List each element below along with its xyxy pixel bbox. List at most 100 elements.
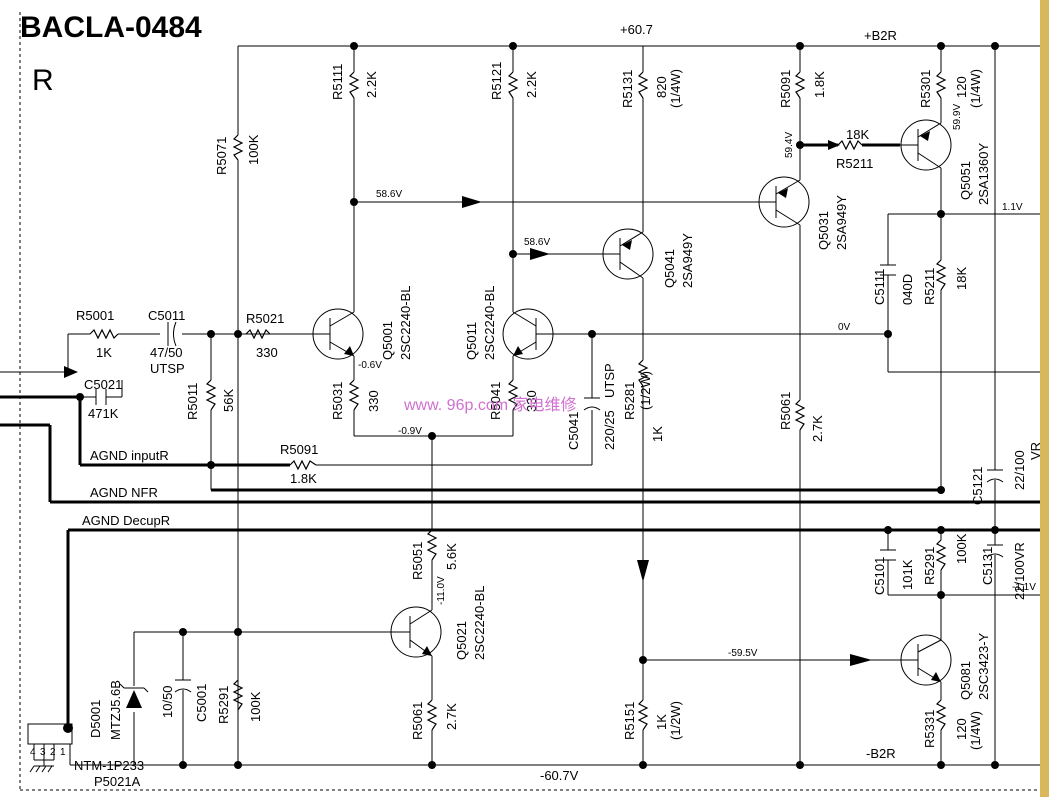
r5121-ref: R5121 (489, 62, 504, 100)
r5301-value: 120 (954, 76, 969, 98)
r5181-ref: R5211 (836, 156, 873, 171)
r5291-ref: R5291 (216, 686, 231, 724)
capacitor-c5131 (986, 544, 1004, 558)
r5221-value: 100K (954, 533, 969, 564)
r5331-rating: (1/4W) (968, 711, 983, 750)
r5211-ref: R5211 (922, 268, 937, 305)
q5031-ref: Q5031 (816, 211, 831, 250)
c5011-type: UTSP (150, 361, 185, 376)
positive-b2-label: +B2R (864, 28, 897, 43)
r5121-value: 2.2K (524, 71, 539, 98)
c5041-type: UTSP (602, 363, 617, 398)
r5091-ref: R5091 (280, 442, 318, 457)
resistor-r5021 (245, 328, 271, 340)
c5131-ref: C5131 (980, 547, 995, 585)
resistor-r5121 (507, 71, 519, 99)
sheet-title: BACLA-0484 (20, 11, 202, 44)
q5081-part: 2SC3423-Y (976, 632, 991, 700)
c5131-value: 22/100VR (1012, 542, 1027, 600)
agnd-nfr-label: AGND NFR (90, 485, 158, 500)
pin-2: 2 (50, 747, 56, 758)
v-node-59-5: -59.5V (728, 648, 758, 659)
c5001-ref: C5001 (194, 684, 209, 722)
resistor-r5301 (935, 71, 947, 99)
r5071-value: 100K (246, 134, 261, 165)
c5121-ref: C5121 (970, 467, 985, 505)
c5001-value: 10/50 (160, 685, 175, 718)
r5151-value: 2.7K (810, 415, 825, 442)
v-node-m11: -11.0V (436, 576, 447, 605)
resistor-r5031 (348, 379, 360, 411)
capacitor-c5101 (880, 549, 896, 561)
q5011-ref: Q5011 (464, 322, 479, 360)
transistor-q5081 (880, 634, 952, 686)
r5091-value: 1.8K (290, 471, 317, 486)
c5021-value: 471K (88, 406, 119, 421)
resistor-r5111 (348, 71, 360, 99)
resistor-r5061 (426, 699, 438, 731)
r5151-ref: R5061 (778, 392, 793, 430)
positive-rail-label: +60.7 (620, 22, 653, 37)
transistor-q5011 (502, 308, 592, 360)
channel-label: R (32, 64, 54, 97)
r5281-rating: (1/2W) (638, 371, 653, 410)
v-node-1-1: 1.1V (1002, 202, 1023, 213)
ground-buses (50, 397, 1040, 728)
pin-3: 3 (40, 747, 46, 758)
d5001-part: MTZJ5.6B (108, 680, 123, 740)
r5061-ref: R5061 (410, 702, 425, 740)
v-node-0: 0V (838, 322, 851, 333)
c5111-ref: C5111 (872, 269, 887, 305)
agnd-input-label: AGND inputR (90, 448, 169, 463)
r5011-value: 56K (221, 389, 236, 412)
transistor-q5001 (312, 308, 364, 360)
q5051-ref: Q5051 (958, 161, 973, 200)
resistor-r5011 (205, 379, 217, 411)
c5121-type: VR (1028, 442, 1043, 460)
c5101-ref: C5101 (872, 557, 887, 595)
r5031-value: 330 (366, 390, 381, 412)
d5001-ref: D5001 (88, 700, 103, 738)
r5281-ref: R5281 (622, 382, 637, 420)
r5221-ref: R5291 (922, 547, 937, 585)
r5291-value: 100K (248, 691, 263, 722)
r5301-ref: R5301 (918, 70, 933, 108)
r5131-ref: R5091 (778, 70, 793, 108)
r5331-ref: R5331 (922, 710, 937, 748)
transistor-q5021 (390, 606, 442, 658)
c5011-ref: C5011 (148, 308, 185, 323)
negative-b2-label: -B2R (866, 746, 896, 761)
c5041-ref: C5041 (566, 412, 581, 450)
resistor-r5141 (637, 71, 649, 99)
sheet-border (19, 0, 1049, 797)
c5111-value: 040D (900, 274, 915, 305)
q5001-collector-wiring (350, 46, 760, 530)
resistor-r5281 (637, 359, 649, 387)
r5031-ref: R5031 (330, 382, 345, 420)
connector-p5021a (27, 723, 73, 773)
r5171-value: 1K (654, 714, 669, 730)
connector-name: NTM-1P233 (74, 758, 144, 773)
r5211-value: 18K (954, 267, 969, 290)
c5121-value: 22/100 (1012, 450, 1027, 490)
pin-4: 4 (30, 747, 36, 758)
v-node-59-4: 59.4V (784, 132, 795, 158)
resistor-r5071 (232, 134, 244, 161)
r5111-ref: R5111 (330, 64, 345, 100)
capacitor-c5011 (167, 321, 177, 347)
v-node-59-9: 59.9V (952, 104, 963, 130)
negative-rail-label: -60.7V (540, 768, 579, 783)
transistor-q5041 (602, 228, 654, 280)
transistor-q5051 (900, 119, 952, 171)
capacitor-c5001 (174, 679, 192, 693)
v-q5001-emitter: -0.6V (358, 360, 382, 371)
q5031-column-wiring (796, 46, 900, 765)
c5021-ref: C5021 (84, 377, 122, 392)
r5011-ref: R5011 (185, 383, 200, 420)
resistor-r5181 (837, 139, 863, 151)
c5101-value: 101K (900, 559, 915, 590)
resistor-r5051 (426, 529, 438, 561)
r5331-value: 120 (954, 718, 969, 740)
resistor-r5211 (935, 259, 947, 291)
